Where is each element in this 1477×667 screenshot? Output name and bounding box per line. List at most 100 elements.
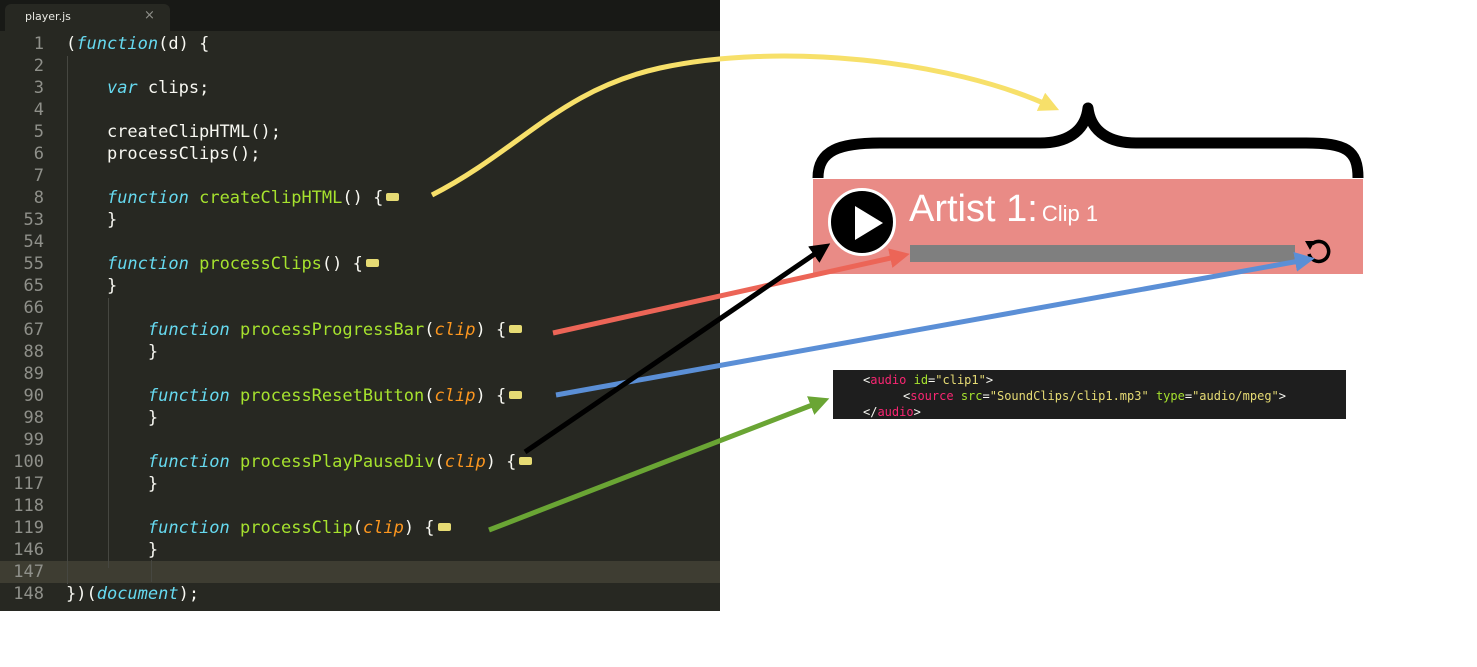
code-token: } [66, 276, 118, 296]
fold-marker-icon[interactable] [509, 391, 523, 399]
code-line[interactable]: 89 [0, 363, 720, 385]
code-token: processResetButton [240, 386, 425, 406]
line-number: 4 [33, 100, 44, 120]
code-token: ) { [475, 386, 507, 406]
code-token: clip [434, 320, 476, 340]
line-number: 2 [33, 56, 44, 76]
curly-brace [812, 102, 1364, 179]
line-number: 66 [23, 298, 44, 318]
fold-marker-icon[interactable] [386, 193, 400, 201]
fold-marker-icon[interactable] [365, 259, 379, 267]
code-token: </ [863, 405, 878, 419]
snippet-line: <audio id="clip1"> [863, 372, 993, 388]
line-number: 65 [23, 276, 44, 296]
fold-marker-icon[interactable] [519, 457, 533, 465]
code-token: clip [444, 452, 486, 472]
fold-marker-icon[interactable] [437, 523, 451, 531]
line-number: 146 [13, 540, 44, 560]
code-line[interactable]: 147 [0, 561, 720, 583]
line-number: 99 [23, 430, 44, 450]
code-line[interactable]: 98 } [0, 407, 720, 429]
indent-guide [67, 56, 68, 584]
code-token: function [147, 518, 230, 538]
code-line[interactable]: 67 function processProgressBar(clip) { [0, 319, 720, 341]
snippet-line: <source src="SoundClips/clip1.mp3" type=… [903, 388, 1286, 404]
code-token: document [96, 584, 179, 604]
line-number: 54 [23, 232, 44, 252]
code-token: source [910, 389, 954, 403]
code-token: ) { [485, 452, 517, 472]
code-token: processProgressBar [240, 320, 425, 340]
line-number: 5 [33, 122, 44, 142]
code-line[interactable]: 54 [0, 231, 720, 253]
code-token: id [913, 373, 929, 387]
line-number: 100 [13, 452, 44, 472]
line-number: 1 [33, 34, 44, 54]
close-icon[interactable]: × [144, 8, 155, 23]
code-line[interactable]: 2 [0, 55, 720, 77]
code-token: > [985, 373, 994, 387]
fold-marker-icon[interactable] [509, 325, 523, 333]
code-token: = [982, 389, 990, 403]
code-line[interactable]: 90 function processResetButton(clip) { [0, 385, 720, 407]
code-line[interactable]: 6 processClips(); [0, 143, 720, 165]
code-token: var [106, 78, 138, 98]
code-token: processClips(); [66, 144, 261, 164]
arrow-progressbar [552, 248, 910, 336]
code-token: clip [434, 386, 476, 406]
code-token: function [147, 452, 230, 472]
line-number: 89 [23, 364, 44, 384]
tab-player-js[interactable]: player.js × [5, 4, 170, 31]
code-text: })(document); [66, 583, 199, 605]
code-line[interactable]: 7 [0, 165, 720, 187]
code-text: function processClip(clip) { [66, 517, 451, 539]
code-token: ( [424, 386, 435, 406]
code-line[interactable]: 100 function processPlayPauseDiv(clip) { [0, 451, 720, 473]
arrow-createcliphtml-to-brace [430, 53, 1060, 198]
tab-label: player.js [25, 10, 71, 23]
code-line[interactable]: 148})(document); [0, 583, 720, 605]
play-button[interactable] [828, 188, 896, 256]
code-token: function [147, 320, 230, 340]
code-line[interactable]: 55 function processClips() { [0, 253, 720, 275]
code-line[interactable]: 53 } [0, 209, 720, 231]
indent-guide [151, 560, 152, 582]
code-token: function [106, 254, 189, 274]
code-line[interactable]: 117 } [0, 473, 720, 495]
code-line[interactable]: 88 } [0, 341, 720, 363]
code-token: processClip [240, 518, 353, 538]
code-line[interactable]: 99 [0, 429, 720, 451]
code-line[interactable]: 118 [0, 495, 720, 517]
progress-bar[interactable] [910, 245, 1295, 262]
artist-name: Artist 1: [909, 188, 1038, 230]
code-token: < [903, 389, 911, 403]
code-token: "clip1" [935, 373, 986, 387]
play-icon [855, 206, 883, 240]
code-token: audio [870, 373, 907, 387]
code-token: function [147, 386, 230, 406]
code-text: } [66, 407, 158, 429]
code-token: clips; [137, 78, 210, 98]
line-number: 117 [13, 474, 44, 494]
code-line[interactable]: 3 var clips; [0, 77, 720, 99]
code-text: var clips; [66, 77, 209, 99]
line-number: 3 [33, 78, 44, 98]
code-token: createClipHTML(); [66, 122, 281, 142]
code-line[interactable]: 65 } [0, 275, 720, 297]
code-token: () { [321, 254, 363, 274]
code-line[interactable]: 5 createClipHTML(); [0, 121, 720, 143]
code-line[interactable]: 4 [0, 99, 720, 121]
code-line[interactable]: 146 } [0, 539, 720, 561]
code-line[interactable]: 8 function createClipHTML() { [0, 187, 720, 209]
line-number: 67 [23, 320, 44, 340]
clip-title: Artist 1:Clip 1 [909, 188, 1098, 231]
code-line[interactable]: 1(function(d) { [0, 33, 720, 55]
code-line[interactable]: 66 [0, 297, 720, 319]
code-text: } [66, 275, 117, 297]
code-token: = [1184, 389, 1193, 403]
code-line[interactable]: 119 function processClip(clip) { [0, 517, 720, 539]
code-token: = [928, 373, 936, 387]
code-text: createClipHTML(); [66, 121, 281, 143]
